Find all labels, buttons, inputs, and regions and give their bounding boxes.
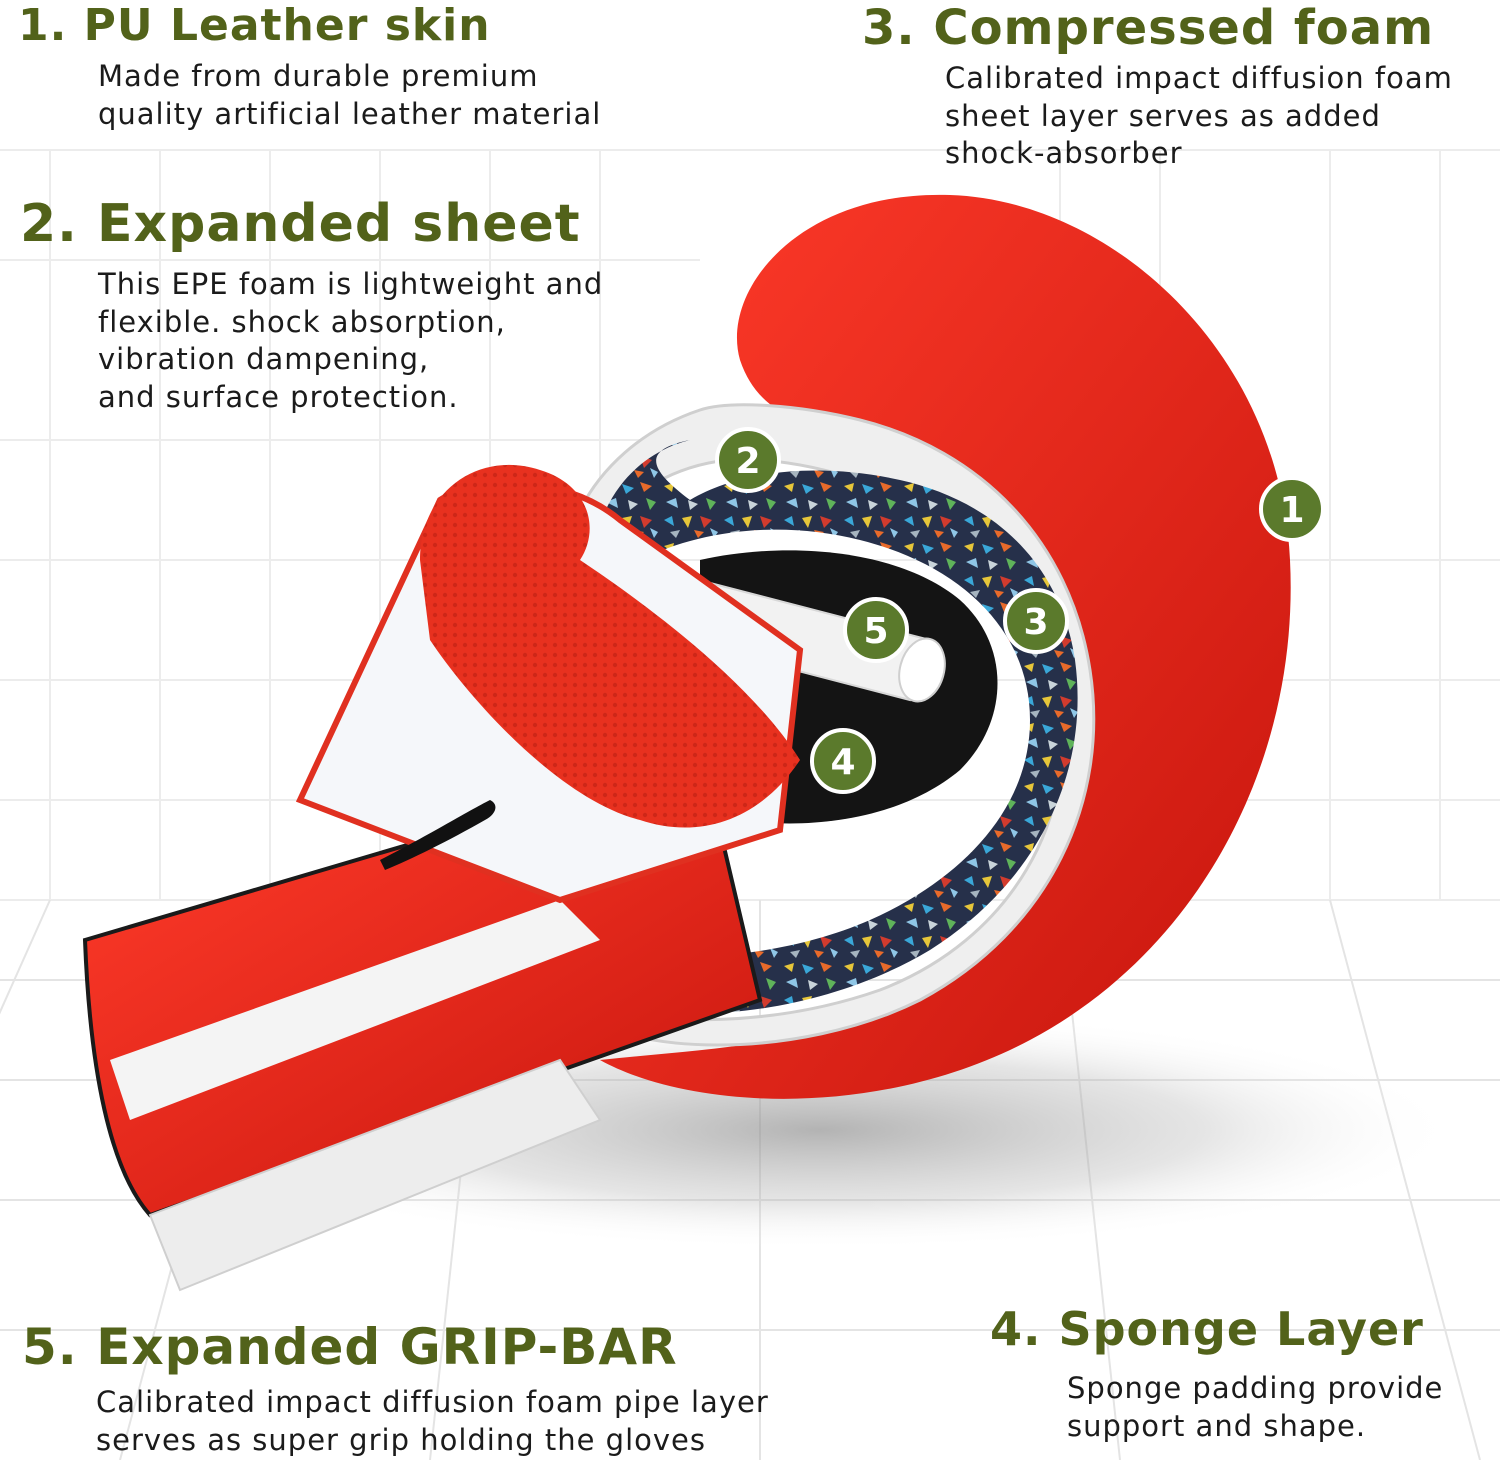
badge-3-label: 3 [1023, 602, 1048, 643]
layer-1-description: Made from durable premium quality artifi… [98, 59, 602, 131]
layer-2-description: This EPE foam is lightweight and flexibl… [98, 267, 604, 414]
badge-5-label: 5 [863, 611, 888, 652]
badge-5: 5 [843, 597, 909, 663]
badge-2: 2 [715, 427, 781, 493]
badge-1-label: 1 [1279, 490, 1304, 531]
layer-3-description: Calibrated impact diffusion foam sheet l… [945, 61, 1453, 170]
badge-2-label: 2 [735, 441, 760, 482]
lace-slot [380, 800, 496, 870]
badge-1: 1 [1259, 476, 1325, 542]
layer-1-title: 1. PU Leather skin [18, 0, 491, 51]
badge-3: 3 [1003, 588, 1069, 654]
layer-5-description: Calibrated impact diffusion foam pipe la… [96, 1385, 769, 1457]
badge-4-label: 4 [830, 742, 855, 783]
cuff-white-stripe [110, 900, 600, 1120]
thumb-mesh [420, 464, 800, 828]
badge-4: 4 [810, 728, 876, 794]
layer-4-description: Sponge padding provide support and shape… [1067, 1371, 1444, 1443]
layer-2-title: 2. Expanded sheet [20, 194, 581, 254]
layer-4-title: 4. Sponge Layer [990, 1302, 1424, 1356]
layer-5-title: 5. Expanded GRIP-BAR [22, 1318, 678, 1376]
cuff-foam-edge [148, 1058, 602, 1292]
leather-shell [600, 194, 1291, 1099]
layer-3-title: 3. Compressed foam [862, 0, 1435, 56]
expanded-sheet-layer [558, 403, 1096, 1047]
compressed-foam-layer [590, 440, 1078, 1014]
